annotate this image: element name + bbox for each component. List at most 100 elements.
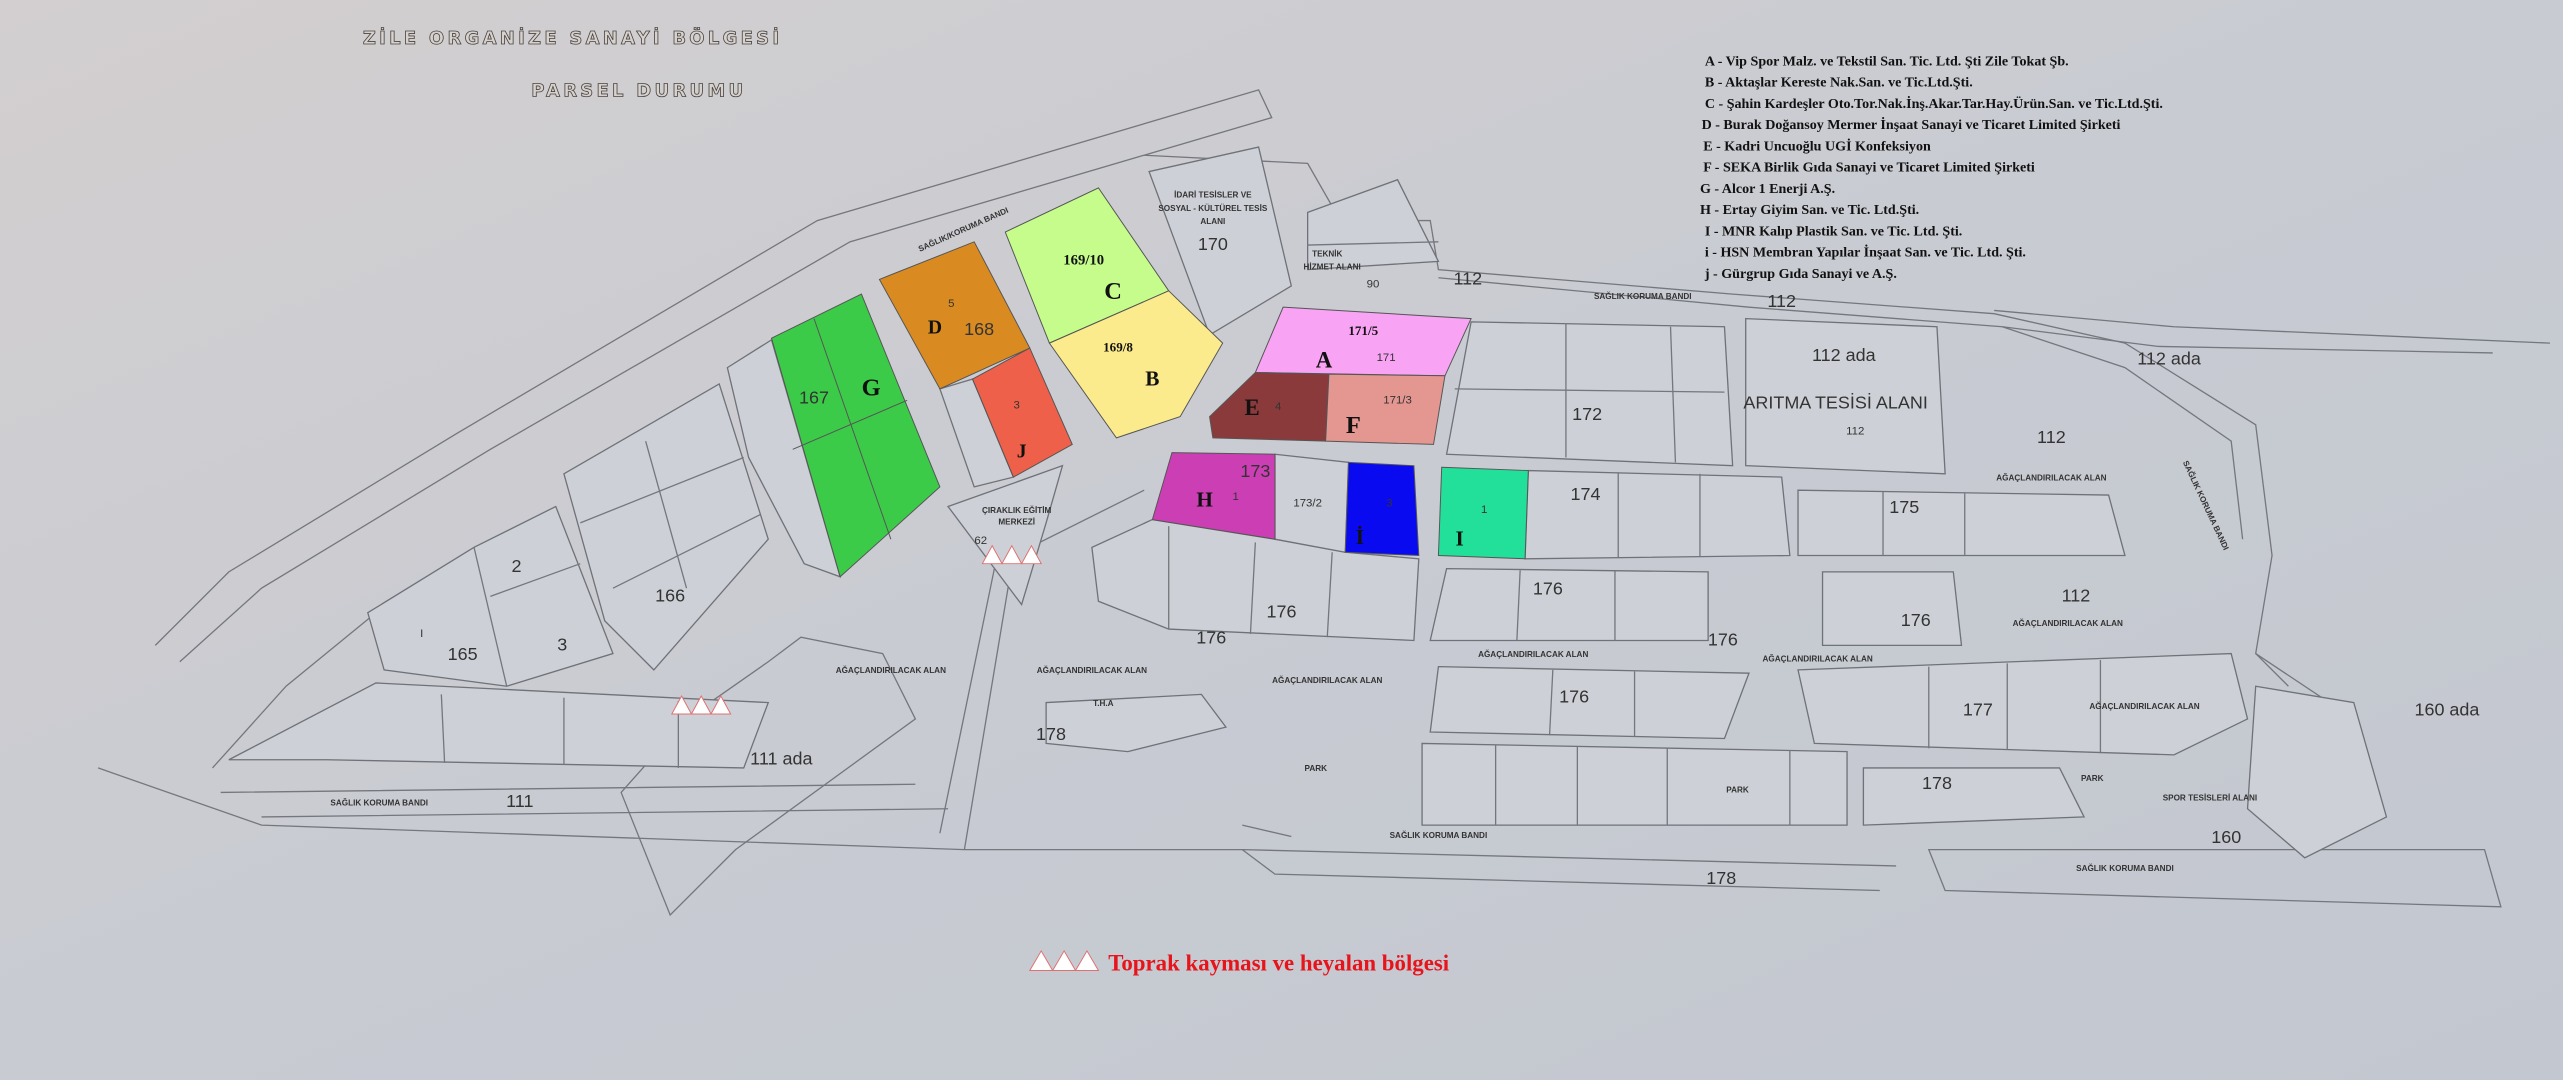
parcel-b-letter: B	[1145, 367, 1159, 391]
parcel-j-letter: J	[1017, 441, 1027, 462]
legend-item-i-lower: i - HSN Membran Yapılar İnşaat San. ve T…	[1705, 244, 2026, 261]
block-172: 172	[1572, 404, 1602, 424]
parcel-a-block: 171	[1377, 352, 1396, 364]
parcel-i-lower-sub: 3	[1386, 498, 1392, 510]
company-parcels	[770, 187, 1529, 578]
afforest-label-1: AĞAÇLANDIRILACAK ALAN	[836, 664, 946, 675]
block-177: 177	[1963, 700, 1993, 720]
map-subtitle: PARSEL DURUMU	[531, 80, 746, 101]
block-178-b: 178	[1706, 868, 1736, 888]
apprentice-label-3: 62	[974, 535, 987, 547]
parcel-d-letter: D	[928, 317, 942, 338]
parcel-b	[1048, 290, 1224, 439]
band-label-1: SAĞLIK KORUMA BANDI	[1594, 290, 1692, 301]
block-178-a: 178	[1036, 724, 1066, 744]
block-174: 174	[1571, 484, 1601, 504]
block-165-1: I	[420, 628, 423, 640]
afforest-label-2: AĞAÇLANDIRILACAK ALAN	[1037, 664, 1147, 675]
parcel-b-number: 169/8	[1103, 339, 1133, 354]
admin-label-4: 170	[1198, 234, 1228, 254]
hazard-legend-icon	[1028, 949, 1100, 972]
legend-item-a: A - Vip Spor Malz. ve Tekstil San. Tic. …	[1705, 53, 2069, 69]
afforest-label-8: AĞAÇLANDIRILACAK ALAN	[2089, 700, 2199, 711]
parcel-a-letter: A	[1316, 348, 1333, 373]
parcel-f	[1325, 373, 1446, 445]
legend-item-g: G - Alcor 1 Enerji A.Ş.	[1700, 181, 1835, 197]
block-176-b: 176	[1533, 579, 1563, 599]
parcel-e-sub: 4	[1275, 401, 1282, 413]
parcel-i-upper-sub: 1	[1481, 504, 1487, 516]
parcel-g-letter: G	[862, 374, 881, 401]
parcel-d-number: 168	[964, 319, 994, 339]
technical-label-3: 90	[1367, 279, 1380, 291]
parcel-173-2: 173/2	[1293, 498, 1322, 510]
admin-label-1: İDARİ TESİSLER VE	[1174, 190, 1252, 200]
parcel-c-letter: C	[1104, 278, 1122, 305]
landslide-marker-1	[981, 544, 1043, 565]
parcel-h-sub: 1	[1233, 491, 1239, 503]
legend-item-j: j - Gürgrup Gıda Sanayi ve A.Ş.	[1704, 266, 1897, 282]
parcel-i-upper	[1437, 466, 1529, 560]
legend-item-b: B - Aktaşlar Kereste Nak.San. ve Tic.Ltd…	[1705, 75, 1973, 91]
afforest-label-7: AĞAÇLANDIRILACAK ALAN	[2013, 617, 2123, 628]
landslide-markers	[670, 544, 1100, 972]
afforest-label-3: AĞAÇLANDIRILACAK ALAN	[1272, 674, 1382, 685]
block-112-d: 112	[2062, 585, 2091, 605]
map-title: ZİLE ORGANİZE SANAYİ BÖLGESİ	[363, 27, 782, 49]
block-175: 175	[1889, 497, 1919, 517]
block-178-c: 178	[1922, 773, 1952, 793]
block-112-e: 112	[1846, 426, 1864, 438]
tha-label: T.H.A	[1093, 699, 1114, 708]
road-outlines	[97, 89, 2550, 917]
block-112-a: 112	[1767, 291, 1796, 311]
afforest-label-5: AĞAÇLANDIRILACAK ALAN	[1763, 653, 1873, 664]
parcel-c-number: 169/10	[1063, 253, 1104, 269]
band-label-2: SAĞLIK KORUMA BANDI	[1390, 829, 1488, 840]
parcel-a-number: 171/5	[1348, 323, 1378, 338]
afforest-label-6: AĞAÇLANDIRILACAK ALAN	[1996, 471, 2106, 482]
block-176-a: 176	[1267, 602, 1297, 622]
block-112-ada-1: 112 ada	[1812, 345, 1876, 365]
band-label-3: SAĞLIK KORUMA BANDI	[330, 797, 428, 808]
apprentice-label-1: ÇIRAKLIK EĞİTİM	[982, 504, 1052, 515]
legend-item-i-upper: I - MNR Kalıp Plastik San. ve Tic. Ltd. …	[1705, 223, 1962, 239]
block-112-c: 112	[2037, 427, 2066, 447]
afforest-label-4: AĞAÇLANDIRILACAK ALAN	[1478, 648, 1588, 659]
block-111-ada: 111 ada	[750, 749, 812, 769]
parcel-h-number: 173	[1240, 461, 1270, 481]
block-166: 166	[655, 585, 685, 605]
apprentice-label-2: MERKEZİ	[998, 516, 1035, 526]
parcel-h-letter: H	[1196, 488, 1213, 512]
parcel-e-letter: E	[1244, 395, 1259, 420]
treatment-label: ARITMA TESİSİ ALANI	[1743, 392, 1927, 412]
parcel-j	[971, 347, 1073, 478]
admin-label-3: ALANI	[1200, 217, 1225, 226]
block-176-f: 176	[1559, 687, 1589, 707]
parcel-j-sub: 3	[1014, 399, 1020, 411]
legend-item-h: H - Ertay Giyim San. ve Tic. Ltd.Şti.	[1700, 202, 1919, 218]
parcel-i-lower-letter: İ	[1356, 525, 1364, 549]
block-112-b: 112	[1454, 268, 1483, 288]
parcel-i-upper-letter: I	[1456, 527, 1464, 551]
block-176-e: 176	[1901, 610, 1931, 630]
landslide-marker-2	[670, 695, 732, 715]
block-160-ada: 160 ada	[2414, 700, 2479, 720]
block-112-ada-2: 112 ada	[2137, 348, 2201, 368]
company-legend: A - Vip Spor Malz. ve Tekstil San. Tic. …	[1700, 53, 2163, 281]
block-111: 111	[506, 791, 533, 811]
block-176-d: 176	[1708, 629, 1738, 649]
parcel-d-sub: 5	[948, 298, 954, 310]
hazard-legend-text: Toprak kayması ve heyalan bölgesi	[1108, 951, 1450, 976]
parcel-e	[1209, 372, 1330, 442]
legend-item-f: F - SEKA Birlik Gıda Sanayi ve Ticaret L…	[1703, 160, 2035, 176]
sport-label: SPOR TESİSLERİ ALANI	[2163, 793, 2257, 803]
admin-label-2: SOSYAL - KÜLTÜREL TESİS	[1158, 203, 1267, 213]
block-165-2: 2	[512, 556, 522, 576]
park-label-2: PARK	[1726, 785, 1749, 794]
technical-label-1: TEKNİK	[1312, 249, 1342, 259]
parcel-h	[1151, 452, 1276, 540]
block-160: 160	[2211, 827, 2241, 847]
block-165-3: 3	[557, 634, 567, 654]
technical-label-2: HİZMET ALANI	[1304, 262, 1361, 272]
